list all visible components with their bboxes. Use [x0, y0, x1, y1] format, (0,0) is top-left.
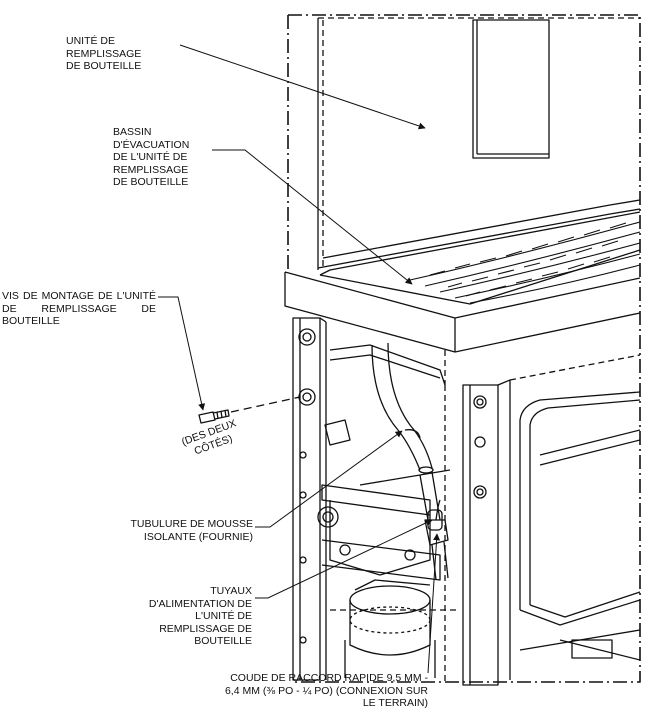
leader-bottle-filler: [179, 44, 426, 130]
boundary-outline: [287, 14, 641, 683]
left-bracket: [292, 317, 327, 681]
leader-drain-basin: [212, 149, 413, 285]
right-bracket: [444, 379, 511, 686]
leader-supply-pipes: [255, 519, 433, 599]
display-window: [472, 19, 550, 159]
label-bottle-filler-unit: UNITÉ DE REMPLISSAGE DE BOUTEILLE: [66, 35, 142, 72]
leader-mounting-screw: [158, 296, 206, 411]
internal-frame: [317, 344, 451, 581]
label-supply-pipes: TUYAUX D'ALIMENTATION DE L'UNITÉ DE REMP…: [148, 585, 252, 647]
lower-cabinet: [509, 354, 641, 661]
drain-grill: [409, 221, 641, 304]
reservoir-cylinder: [344, 579, 436, 678]
mounting-screw: [198, 396, 301, 424]
label-drain-basin: BASSIN D'ÉVACUATION DE L'UNITÉ DE REMPLI…: [113, 126, 190, 188]
supply-pipes: [419, 471, 449, 581]
leader-elbow-fitting: [427, 533, 441, 674]
label-elbow-fitting: COUDE DE RACCORD RAPIDE 9,5 MM - 6,4 MM …: [224, 672, 428, 709]
foam-tubing: [371, 342, 434, 474]
label-foam-tubing: TUBULURE DE MOUSSE ISOLANTE (FOURNIE): [130, 518, 253, 543]
bottle-filler-body: [317, 17, 641, 270]
drain-basin: [284, 211, 641, 353]
label-mounting-screw: VIS DE MONTAGE DE L'UNITÉ DE REMPLISSAGE…: [2, 290, 156, 327]
leader-foam-tubing: [255, 430, 403, 528]
